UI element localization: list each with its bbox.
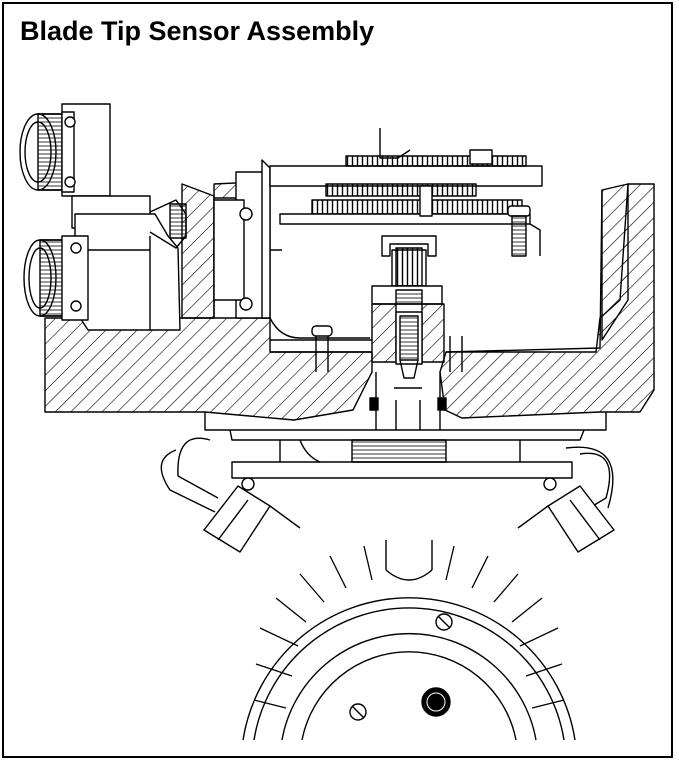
connector-upper bbox=[19, 111, 76, 193]
figure-title: Blade Tip Sensor Assembly bbox=[20, 16, 375, 46]
mount-plate bbox=[160, 437, 614, 517]
gear-train bbox=[269, 128, 543, 257]
connector-receptacle-icon bbox=[421, 687, 451, 717]
sensor-head bbox=[203, 485, 615, 741]
side-plate bbox=[213, 159, 372, 341]
slotted-screw-icon bbox=[349, 613, 453, 721]
connector-lower bbox=[23, 235, 89, 321]
sensor-probe bbox=[369, 235, 447, 430]
standoff bbox=[311, 325, 463, 372]
housing bbox=[44, 181, 655, 441]
